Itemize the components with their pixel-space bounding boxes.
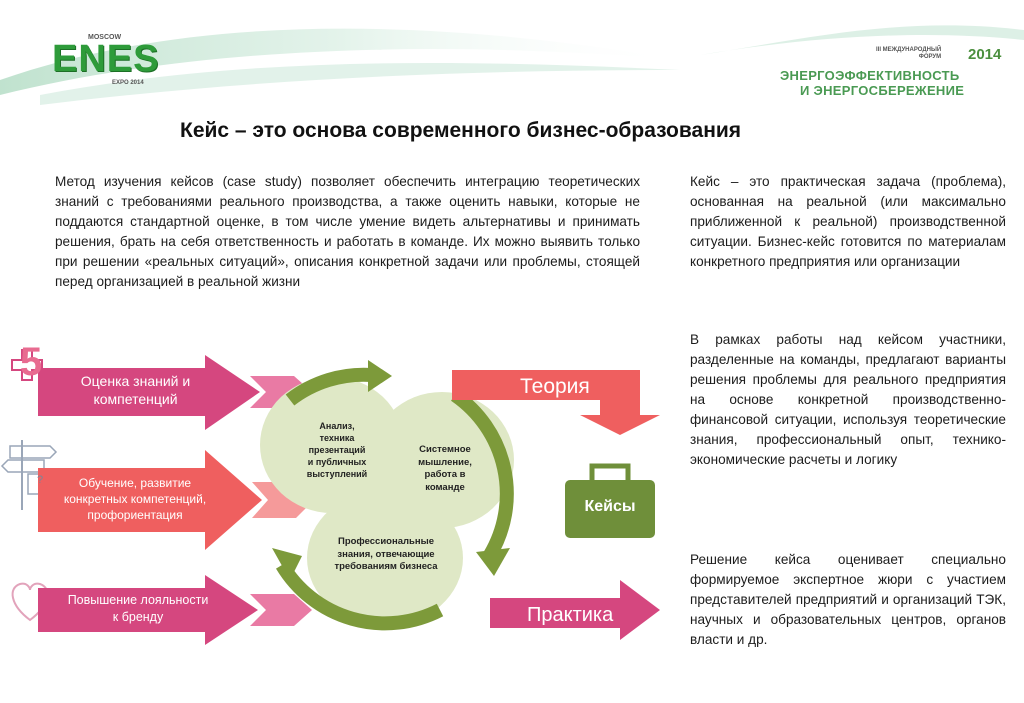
arrow3-label-line1: Повышение лояльности: [67, 593, 209, 607]
petal3-line2: знания, отвечающие: [337, 548, 435, 560]
petal-systems-thinking: Системное мышление, работа в команде: [400, 444, 490, 494]
petal-presentation-skills: Анализ, техника презентаций и публичных …: [292, 420, 382, 480]
forum-caption-line2: ФОРУМ: [918, 54, 942, 60]
case-definition-paragraph: Кейс – это практическая задача (проблема…: [690, 174, 1006, 269]
cycle-arrows: [275, 367, 514, 631]
arrow-brand-loyalty: [38, 575, 312, 645]
petal3-line1: Профессиональные: [337, 536, 435, 547]
forum-year: 2014: [968, 46, 1002, 63]
arrow1-label-line2: компетенций: [93, 391, 178, 407]
arrow2-label-line2: конкретных компетенций,: [63, 492, 207, 506]
cases-label: Кейсы: [584, 498, 636, 515]
arrow3-label: Повышение лояльности к бренду: [48, 592, 228, 626]
petal2-line2: мышление,: [418, 456, 472, 468]
forum-title-line1: ЭНЕРГОЭФФЕКТИВНОСТЬ: [780, 68, 960, 83]
forum-caption: III МЕЖДУНАРОДНЫЙ ФОРУМ: [876, 47, 941, 61]
petal2-line4: команде: [425, 481, 465, 493]
petal1-line2: техника: [319, 433, 355, 443]
case-work-paragraph: В рамках работы над кейсом участники, ра…: [690, 332, 1006, 467]
case-evaluation-paragraph: Решение кейса оценивает специально форми…: [690, 552, 1006, 647]
arrow1-label-line1: Оценка знаний и: [80, 373, 191, 389]
petal1-line4: и публичных: [307, 457, 367, 467]
arrow1-label: Оценка знаний и компетенций: [48, 372, 223, 408]
petal-professional-knowledge: Профессиональные знания, отвечающие треб…: [320, 536, 452, 574]
petal3-line3: требованиям бизнеса: [334, 561, 438, 572]
arrow2-label: Обучение, развитие конкретных компетенци…: [45, 475, 225, 523]
case-diagram: 5 ? Оценка знаний и компетенций Обучение…: [0, 340, 680, 703]
petal1-line1: Анализ,: [319, 421, 355, 431]
theory-label: Теория: [520, 375, 590, 398]
practice-label: Практика: [527, 604, 614, 626]
petal1-line5: выступлений: [306, 469, 368, 479]
intro-paragraph: Метод изучения кейсов (case study) позво…: [55, 174, 640, 289]
forum-caption-line1: III МЕЖДУНАРОДНЫЙ: [876, 47, 942, 53]
logo-expo-text: EXPO 2014: [112, 80, 144, 86]
arrow-theory: [452, 370, 660, 435]
arrow3-label-line2: к бренду: [112, 610, 164, 624]
header-band: [0, 25, 1024, 105]
briefcase-icon: [565, 463, 655, 538]
petal2-line1: Системное: [419, 444, 471, 455]
enes-logo: ENES: [52, 38, 160, 80]
arrow-practice: [490, 580, 660, 640]
diagram-graphics: [0, 349, 660, 645]
petal1-line3: презентаций: [308, 445, 366, 455]
plus-five-icon: [11, 349, 43, 381]
arrow2-label-line3: профориентация: [87, 508, 183, 522]
question-mark: ?: [36, 474, 44, 486]
forum-title-line2: И ЭНЕРГОСБЕРЕЖЕНИЕ: [800, 83, 965, 98]
cycle-arrow-heads: [272, 360, 510, 580]
logo-moscow-text: MOSCOW: [88, 34, 122, 41]
petal2-line3: работа в: [424, 469, 466, 480]
five-mark: 5: [20, 340, 43, 384]
page-title: Кейс – это основа современного бизнес-об…: [180, 119, 742, 142]
arrow2-label-line1: Обучение, развитие: [78, 476, 192, 490]
